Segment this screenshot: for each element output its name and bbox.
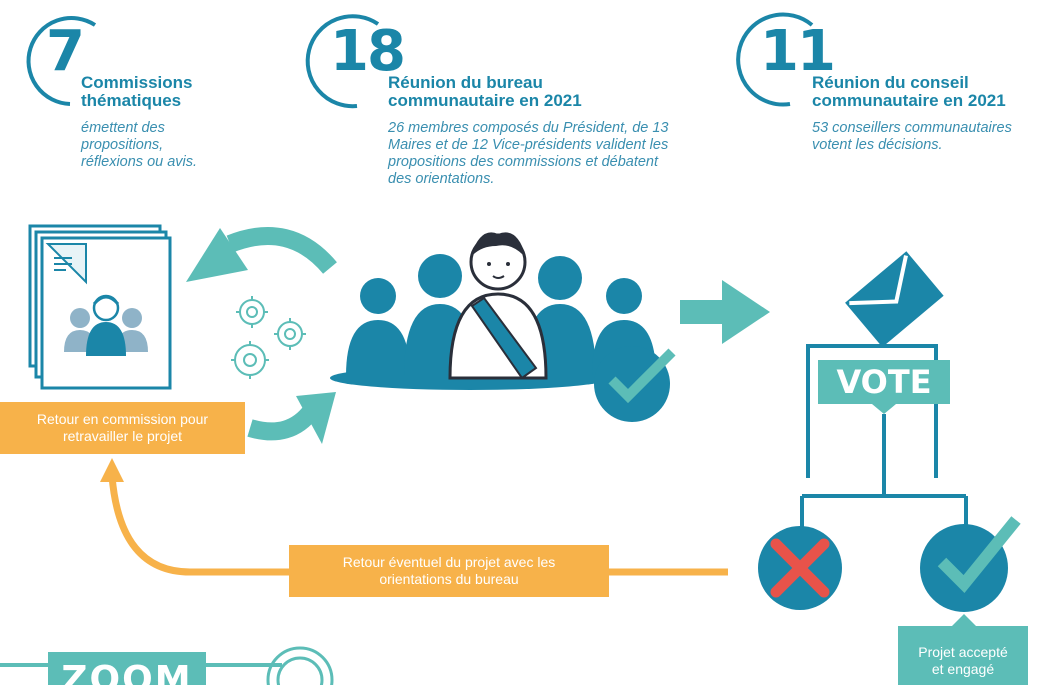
reject-x-icon xyxy=(770,538,830,598)
bureau-check-icon xyxy=(608,348,676,404)
to-vote-arrow-head xyxy=(722,280,770,344)
projet-accepte-label: Projet accepté et engagé xyxy=(898,626,1028,685)
stat-number-conseil: 11 xyxy=(760,19,836,84)
stat-desc-conseil: 53 conseillers communautaires votent les… xyxy=(812,120,1012,153)
retour-eventuel-label: Retour éventuel du projet avec les orien… xyxy=(289,545,609,597)
stat-arc-1 xyxy=(26,16,97,106)
stat-desc-bureau: 26 membres composés du Président, de 13 … xyxy=(388,120,669,187)
stat-title-bureau: Réunion du bureau communautaire en 2021 xyxy=(388,73,582,110)
vote-banner xyxy=(818,360,950,404)
return-arrow-upper xyxy=(226,227,337,274)
stat-number-bureau: 18 xyxy=(330,19,406,84)
vote-label: VOTE xyxy=(836,363,932,401)
return-curve xyxy=(108,475,728,576)
zoom-label: ZOOM xyxy=(61,660,193,685)
bureau-approve-badge xyxy=(594,346,670,422)
return-curve-head xyxy=(100,458,124,482)
envelope-icon xyxy=(845,251,944,348)
zoom-circle-inner xyxy=(276,656,324,685)
accept-badge xyxy=(920,524,1008,612)
stat-desc-commissions: émettent des propositions, réflexions ou… xyxy=(81,120,198,170)
forward-arrow-lower-head xyxy=(296,392,336,444)
zoom-banner xyxy=(48,652,206,685)
zoom-circle-outer xyxy=(266,646,334,685)
stat-arc-2 xyxy=(305,14,380,109)
stat-number-commissions: 7 xyxy=(46,19,85,84)
gears-icon xyxy=(231,296,306,379)
vote-box xyxy=(806,344,938,478)
return-arrow-upper-head xyxy=(186,228,248,282)
to-vote-arrow-shaft xyxy=(680,300,725,324)
retour-commission-label: Retour en commission pour retravailler l… xyxy=(0,402,245,454)
stat-title-conseil: Réunion du conseil communautaire en 2021 xyxy=(812,73,1006,110)
stat-title-commissions: Commissions thématiques xyxy=(81,73,193,110)
forward-arrow-lower xyxy=(247,404,320,441)
stat-arc-3 xyxy=(736,12,814,107)
commission-document-icon xyxy=(28,224,172,390)
accept-check-icon xyxy=(937,516,1021,593)
